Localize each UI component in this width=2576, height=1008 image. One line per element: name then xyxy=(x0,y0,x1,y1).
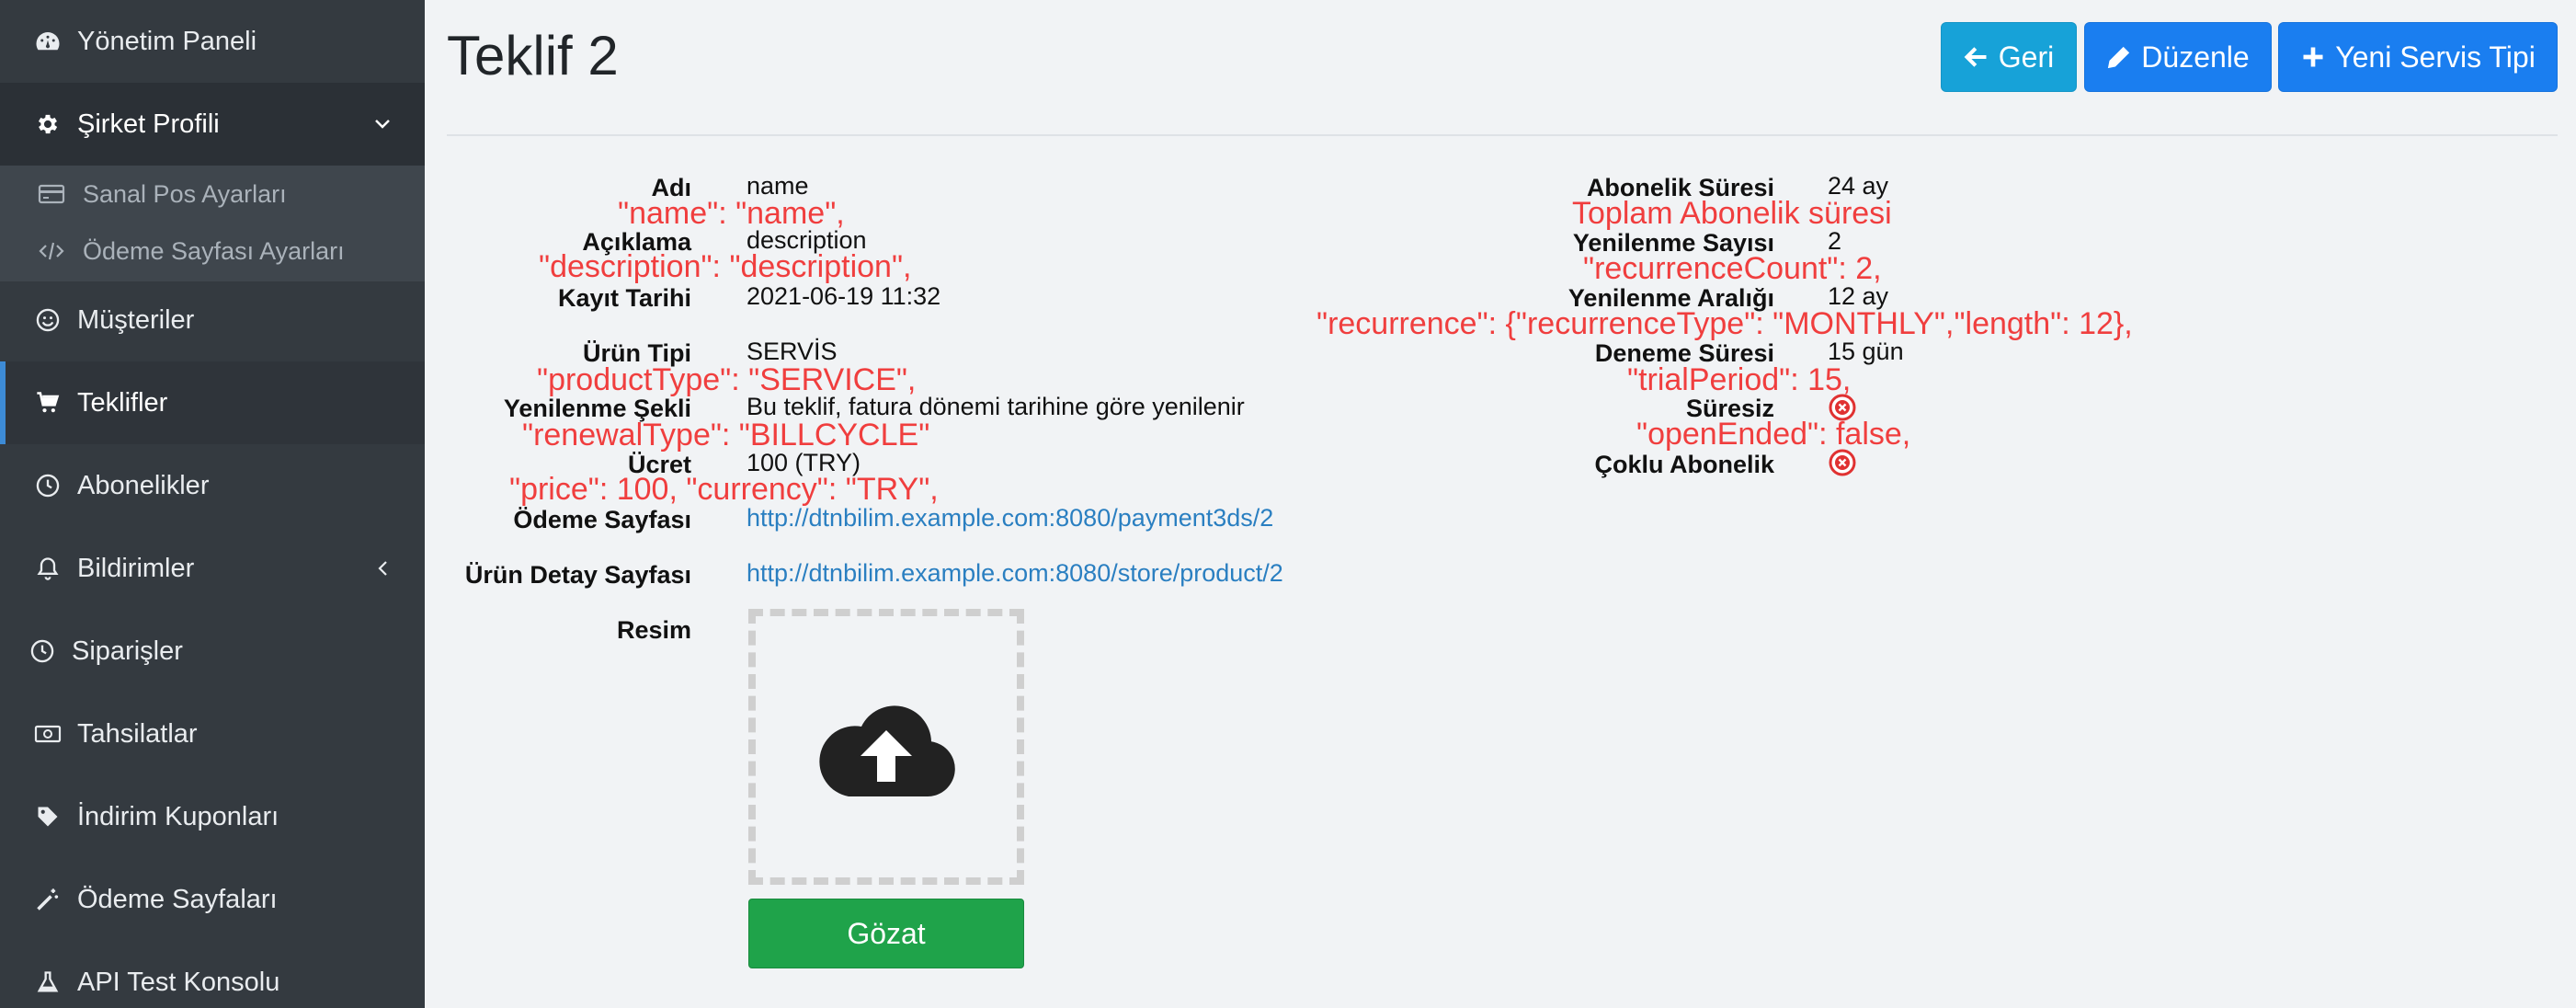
magic-wand-icon xyxy=(33,885,63,914)
sidebar-item-label: Teklifler xyxy=(77,387,168,418)
bell-icon xyxy=(33,554,63,583)
clock-icon xyxy=(33,471,63,500)
product-type-value: SERVİS xyxy=(747,338,838,365)
sidebar-item-label: Tahsilatlar xyxy=(77,718,198,749)
annotation-open-ended: "openEnded": false, xyxy=(1636,417,1911,452)
sidebar-item-company-profile[interactable]: Şirket Profili xyxy=(0,83,425,166)
trial-period-value: 15 gün xyxy=(1828,338,1904,365)
name-label: Adı xyxy=(651,174,692,201)
subscription-duration-value: 24 ay xyxy=(1828,172,1889,200)
annotation-duration: Toplam Abonelik süresi xyxy=(1572,196,1892,231)
annotation-description: "description": "description", xyxy=(539,249,912,284)
sidebar-item-payment-pages[interactable]: Ödeme Sayfaları xyxy=(0,858,425,941)
trial-period-label: Deneme Süresi xyxy=(1594,339,1774,367)
sidebar-subitem-label: Sanal Pos Ayarları xyxy=(83,179,287,208)
sidebar-item-label: Bildirimler xyxy=(77,553,195,583)
sidebar-item-orders[interactable]: Siparişler xyxy=(0,610,425,693)
sidebar-item-label: Ödeme Sayfaları xyxy=(77,884,278,914)
times-circle-icon xyxy=(1829,394,1856,421)
renewal-count-label: Yenilenme Sayısı xyxy=(1572,229,1774,257)
renewal-type-value: Bu teklif, fatura dönemi tarihine göre y… xyxy=(747,393,1245,420)
sidebar: Yönetim Paneli Şirket Profili Sanal Pos … xyxy=(0,0,425,1008)
annotation-renewal-type: "renewalType": "BILLCYCLE" xyxy=(522,418,930,452)
annotation-name: "name": "name", xyxy=(618,196,845,231)
subscription-duration-label: Abonelik Süresi xyxy=(1586,174,1774,201)
dashboard-icon xyxy=(33,27,63,56)
credit-card-icon xyxy=(37,181,66,207)
payment-page-link[interactable]: http://dtnbilim.example.com:8080/payment… xyxy=(747,504,1274,532)
sidebar-item-label: Siparişler xyxy=(72,636,183,666)
annotation-price: "price": 100, "currency": "TRY", xyxy=(509,472,939,507)
product-type-label: Ürün Tipi xyxy=(583,339,691,367)
annotation-recurrence-count: "recurrenceCount": 2, xyxy=(1583,251,1882,286)
sidebar-subitem-virtual-pos[interactable]: Sanal Pos Ayarları xyxy=(0,166,425,223)
renewal-count-value: 2 xyxy=(1828,227,1842,255)
sidebar-item-subscriptions[interactable]: Abonelikler xyxy=(0,444,425,527)
new-service-type-button[interactable]: Yeni Servis Tipi xyxy=(2278,22,2558,92)
sidebar-item-label: Müşteriler xyxy=(77,304,195,335)
description-label: Açıklama xyxy=(582,228,691,256)
sidebar-item-label: API Test Konsolu xyxy=(77,967,280,997)
sidebar-item-label: Şirket Profili xyxy=(77,109,220,139)
renewal-interval-value: 12 ay xyxy=(1828,282,1889,310)
tag-icon xyxy=(33,802,63,831)
sidebar-item-label: İndirim Kuponları xyxy=(77,801,279,831)
page-title: Teklif 2 xyxy=(447,25,619,86)
payment-page-label: Ödeme Sayfası xyxy=(513,506,691,533)
annotation-trial-period: "trialPeriod": 15, xyxy=(1627,362,1852,397)
product-detail-page-link[interactable]: http://dtnbilim.example.com:8080/store/p… xyxy=(747,559,1283,587)
sidebar-item-customers[interactable]: Müşteriler xyxy=(0,279,425,361)
annotation-product-type: "productType": "SERVICE", xyxy=(537,362,917,397)
money-icon xyxy=(33,719,63,749)
gear-icon xyxy=(33,109,63,139)
renewal-type-label: Yenilenme Şekli xyxy=(503,395,691,422)
sidebar-item-dashboard[interactable]: Yönetim Paneli xyxy=(0,0,425,83)
price-label: Ücret xyxy=(627,451,691,478)
new-service-type-button-label: Yeni Servis Tipi xyxy=(2335,40,2536,74)
pencil-icon xyxy=(2108,46,2130,69)
smile-icon xyxy=(33,305,63,335)
sidebar-item-offers[interactable]: Teklifler xyxy=(0,361,425,444)
cart-icon xyxy=(33,388,63,418)
price-value: 100 (TRY) xyxy=(747,449,861,476)
browse-button[interactable]: Gözat xyxy=(748,899,1024,968)
name-value: name xyxy=(747,172,809,200)
plus-icon xyxy=(2303,47,2323,67)
chevron-down-icon xyxy=(373,115,392,133)
times-circle-icon xyxy=(1829,449,1856,476)
back-button-label: Geri xyxy=(1998,40,2055,74)
description-value: description xyxy=(747,226,867,254)
edit-button-label: Düzenle xyxy=(2141,40,2250,74)
company-profile-submenu: Sanal Pos Ayarları Ödeme Sayfası Ayarlar… xyxy=(0,166,425,281)
sidebar-item-coupons[interactable]: İndirim Kuponları xyxy=(0,775,425,858)
sidebar-item-collections[interactable]: Tahsilatlar xyxy=(0,693,425,775)
edit-button[interactable]: Düzenle xyxy=(2084,22,2272,92)
chevron-left-icon xyxy=(373,559,392,578)
open-ended-label: Süresiz xyxy=(1685,395,1774,422)
image-upload-dropzone[interactable] xyxy=(748,609,1024,885)
code-icon xyxy=(37,238,66,264)
main-content: Teklif 2 Geri Düzenle Yeni Servis Tipi A… xyxy=(425,0,2576,1008)
header-divider xyxy=(447,134,2558,136)
flask-icon xyxy=(33,968,63,997)
sidebar-subitem-payment-page-settings[interactable]: Ödeme Sayfası Ayarları xyxy=(0,223,425,280)
registration-date-label: Kayıt Tarihi xyxy=(557,284,691,312)
clock-icon xyxy=(28,636,57,666)
product-detail-page-label: Ürün Detay Sayfası xyxy=(464,561,691,589)
registration-date-value: 2021-06-19 11:32 xyxy=(747,282,941,310)
annotation-recurrence: "recurrence": {"recurrenceType": "MONTHL… xyxy=(1316,306,2133,341)
sidebar-item-label: Abonelikler xyxy=(77,470,210,500)
back-button[interactable]: Geri xyxy=(1941,22,2077,92)
arrow-left-icon xyxy=(1964,47,1987,67)
image-label: Resim xyxy=(616,616,691,644)
sidebar-item-api-console[interactable]: API Test Konsolu xyxy=(0,941,425,1008)
sidebar-item-label: Yönetim Paneli xyxy=(77,26,257,56)
renewal-interval-label: Yenilenme Aralığı xyxy=(1567,284,1774,312)
sidebar-subitem-label: Ödeme Sayfası Ayarları xyxy=(83,236,345,265)
multi-subscription-label: Çoklu Abonelik xyxy=(1594,451,1774,478)
cloud-upload-icon xyxy=(819,705,955,796)
sidebar-item-notifications[interactable]: Bildirimler xyxy=(0,527,425,610)
